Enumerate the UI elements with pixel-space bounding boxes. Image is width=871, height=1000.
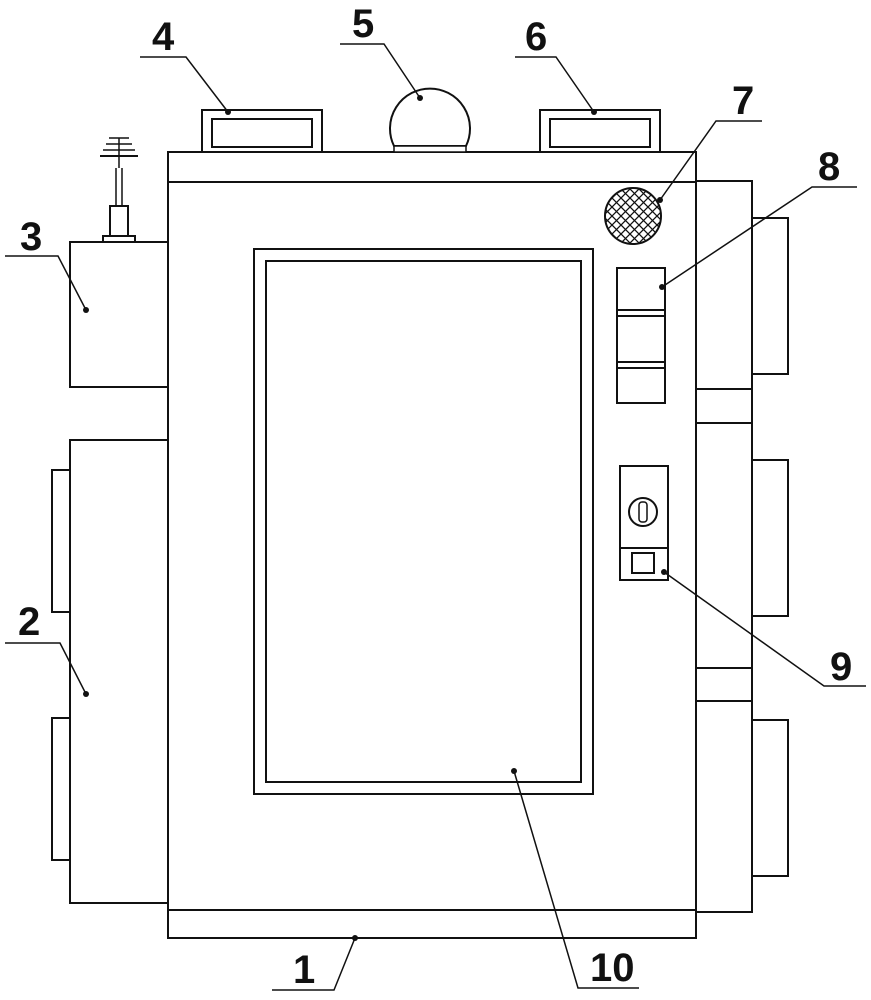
top-device-6 (539, 109, 661, 153)
indicator-strip-8 (616, 267, 666, 404)
side-box-2 (51, 439, 169, 904)
label-2: 2 (18, 600, 40, 644)
right-side-panels (695, 180, 789, 913)
label-4: 4 (152, 15, 175, 59)
lock-panel-9 (619, 465, 669, 581)
label-7: 7 (732, 79, 754, 123)
label-8: 8 (818, 145, 840, 189)
label-1: 1 (293, 948, 315, 992)
side-box-3 (69, 241, 169, 388)
leader-lines (5, 43, 866, 991)
cabinet-body-1 (167, 151, 697, 939)
display-screen-10 (253, 248, 594, 795)
label-5: 5 (352, 2, 374, 46)
label-6: 6 (525, 15, 547, 59)
label-3: 3 (20, 215, 42, 259)
label-9: 9 (830, 645, 852, 689)
speaker-grille-7 (604, 187, 662, 245)
label-10: 10 (590, 946, 635, 990)
top-lamp-5 (389, 87, 471, 153)
antenna (100, 137, 138, 243)
top-device-4 (201, 109, 323, 153)
